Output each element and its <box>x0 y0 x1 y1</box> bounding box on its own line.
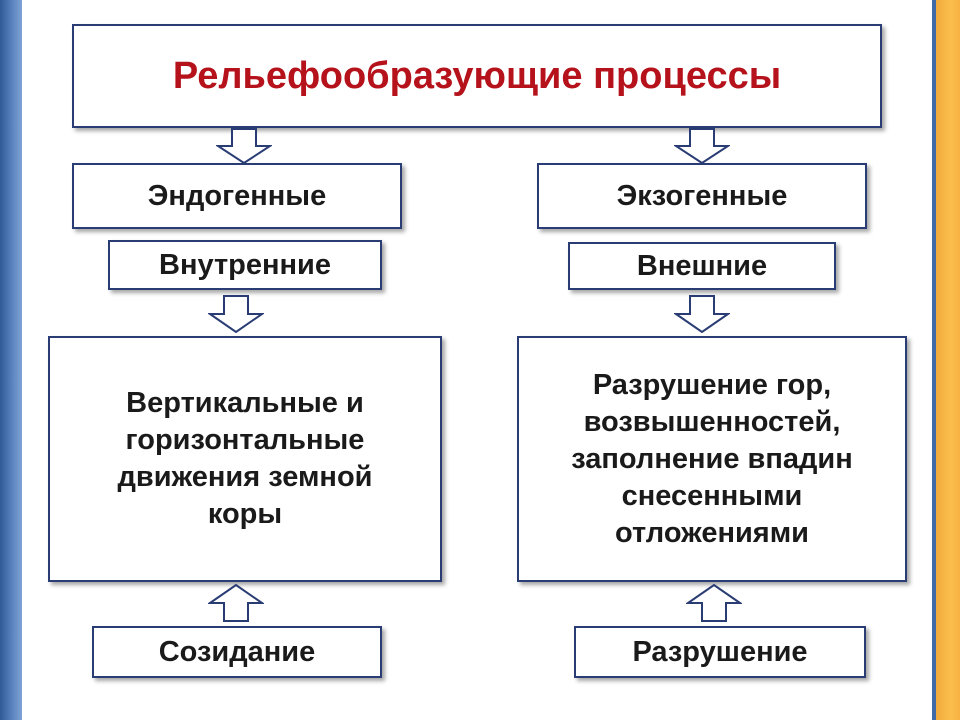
diagram-title: Рельефообразующие процессы <box>172 54 782 97</box>
endogenous-box: Эндогенные <box>72 163 402 229</box>
creation-box: Созидание <box>92 626 382 678</box>
destruction-label: Разрушение <box>632 635 808 668</box>
internal-box: Внутренние <box>108 240 382 290</box>
right-decor-band <box>932 0 960 720</box>
internal-label: Внутренние <box>159 248 331 281</box>
endogenous-result-line: Вертикальные и <box>126 387 364 419</box>
external-box: Внешние <box>568 242 836 290</box>
exogenous-box: Экзогенные <box>537 163 867 229</box>
title-box: Рельефообразующие процессы <box>72 24 882 128</box>
endogenous-result-line: движения земной <box>117 461 373 493</box>
destruction-box: Разрушение <box>574 626 866 678</box>
endogenous-label: Эндогенные <box>147 179 327 212</box>
left-decor-band <box>0 0 22 720</box>
arrow-down-left <box>208 295 264 333</box>
arrow-up-right <box>686 584 742 622</box>
endogenous-result-line: горизонтальные <box>125 424 365 456</box>
endogenous-result-box: Вертикальные и горизонтальные движения з… <box>48 336 442 582</box>
arrow-down-title-left <box>216 128 272 164</box>
exogenous-result-line: заполнение впадин <box>571 442 853 475</box>
arrow-down-right <box>674 295 730 333</box>
exogenous-result-line: Разрушение гор, <box>592 368 832 401</box>
external-label: Внешние <box>636 249 768 282</box>
exogenous-result-box: Разрушение гор, возвышенностей, заполнен… <box>517 336 907 582</box>
creation-label: Созидание <box>158 635 316 668</box>
exogenous-label: Экзогенные <box>616 179 788 212</box>
arrow-up-left <box>208 584 264 622</box>
exogenous-result-line: отложениями <box>614 516 810 549</box>
exogenous-result-line: снесенными <box>621 479 803 512</box>
exogenous-result-line: возвышенностей, <box>583 405 841 438</box>
endogenous-result-line: коры <box>207 498 283 530</box>
arrow-down-title-right <box>674 128 730 164</box>
